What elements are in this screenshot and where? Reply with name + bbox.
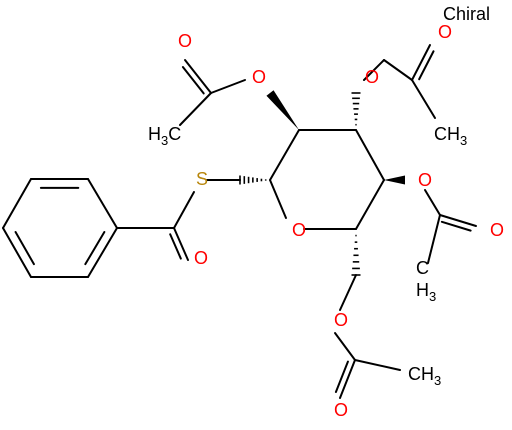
- atom-oxygen-ring: O: [292, 220, 306, 240]
- atom-oxygen-carbonyl-thioester: O: [194, 248, 208, 268]
- bond-carbonyl-oxygen-double: [169, 233, 182, 260]
- atom-symbol: O: [418, 170, 432, 190]
- atom-oxygen-acetoxy-c2: O: [252, 67, 266, 87]
- atom-symbol: CH3: [434, 124, 467, 148]
- atom-symbol: S: [196, 169, 208, 189]
- bond-oring-c1: [269, 179, 287, 219]
- atom-sulfur-thioester: S: [196, 169, 208, 189]
- atom-symbol: O: [334, 400, 348, 420]
- bond-acetyl-carbon: [383, 59, 413, 81]
- atom-symbol: O: [365, 67, 379, 87]
- atom-symbol: O: [194, 248, 208, 268]
- ring-bond: [87, 227, 118, 278]
- atom-oxygen-carbonyl-c4: O: [490, 220, 504, 240]
- atom-oxygen-acetoxy-c3: O: [365, 67, 379, 87]
- bond-layer: [2, 44, 477, 399]
- bond-acetyl-carbonyl: [339, 359, 356, 399]
- atom-oxygen-acetoxy-c6: O: [334, 310, 348, 330]
- ring-inner-bond: [84, 231, 106, 266]
- bond-c4-c5: [355, 179, 385, 230]
- chiral-label: Chiral: [443, 4, 490, 24]
- bond-carbonyl-oxygen: [173, 227, 189, 261]
- atom-methyl-c3: CH3: [434, 124, 467, 148]
- atom-methyl-c6: CH3: [408, 364, 441, 388]
- bond-carbonyl-sulfur: [173, 191, 195, 229]
- bond-acetyl-methyl: [179, 92, 212, 126]
- atom-symbol: CH3: [408, 364, 441, 388]
- bond-acetyl-methyl: [354, 359, 401, 371]
- atom-symbol: O: [178, 31, 192, 51]
- hashed-c3-o: [351, 92, 361, 126]
- bond-o-acetyl-c2: [210, 79, 246, 94]
- bond-o-acetyl-c3: [363, 59, 385, 81]
- bond-acetyl-carbonyl-double: [181, 66, 205, 95]
- ring-bond: [2, 178, 32, 229]
- atom-symbol: O: [490, 220, 504, 240]
- bond-acetyl-carbonyl-double: [334, 360, 349, 393]
- ring-inner-bond: [14, 231, 35, 266]
- atom-oxygen-acetoxy-c4: O: [418, 170, 432, 190]
- hashed-c5-ch2: [351, 234, 361, 276]
- bond-ch2-o: [339, 274, 357, 311]
- atom-symbol: O: [334, 310, 348, 330]
- atom-symbol: O: [252, 67, 266, 87]
- bond-acetyl-carbonyl-double: [418, 50, 435, 81]
- bond-acetyl-methyl: [411, 79, 436, 119]
- atom-methyl-c2: H3C: [148, 124, 181, 148]
- stereo-wedge-layer: [239, 90, 405, 276]
- atom-oxygen-carbonyl-c6: O: [334, 400, 348, 420]
- bond-c3-c4: [355, 129, 385, 181]
- wedge-c2-o: [266, 90, 299, 130]
- bond-o-acetyl-c6: [334, 332, 356, 361]
- bond-acetyl-carbonyl: [411, 44, 431, 81]
- bond-acetyl-carbonyl: [184, 59, 212, 94]
- bond-c1-c2: [269, 129, 300, 181]
- bond-acetyl-carbonyl-double: [440, 220, 472, 232]
- atom-symbol: O: [292, 220, 306, 240]
- atom-symbol: O: [438, 22, 452, 42]
- bond-o-acetyl-c4: [424, 189, 441, 216]
- wedge-c4-o: [384, 175, 405, 185]
- atom-oxygen-carbonyl-c3: O: [438, 22, 452, 42]
- hashed-c1-s: [239, 175, 267, 185]
- bond-acetyl-methyl: [427, 214, 441, 264]
- ring-bond: [87, 178, 118, 229]
- ring-bond: [2, 227, 32, 278]
- atom-symbol: H3C: [148, 124, 181, 148]
- bond-acetyl-carbonyl: [439, 214, 477, 227]
- atom-oxygen-carbonyl-c2: O: [178, 31, 192, 51]
